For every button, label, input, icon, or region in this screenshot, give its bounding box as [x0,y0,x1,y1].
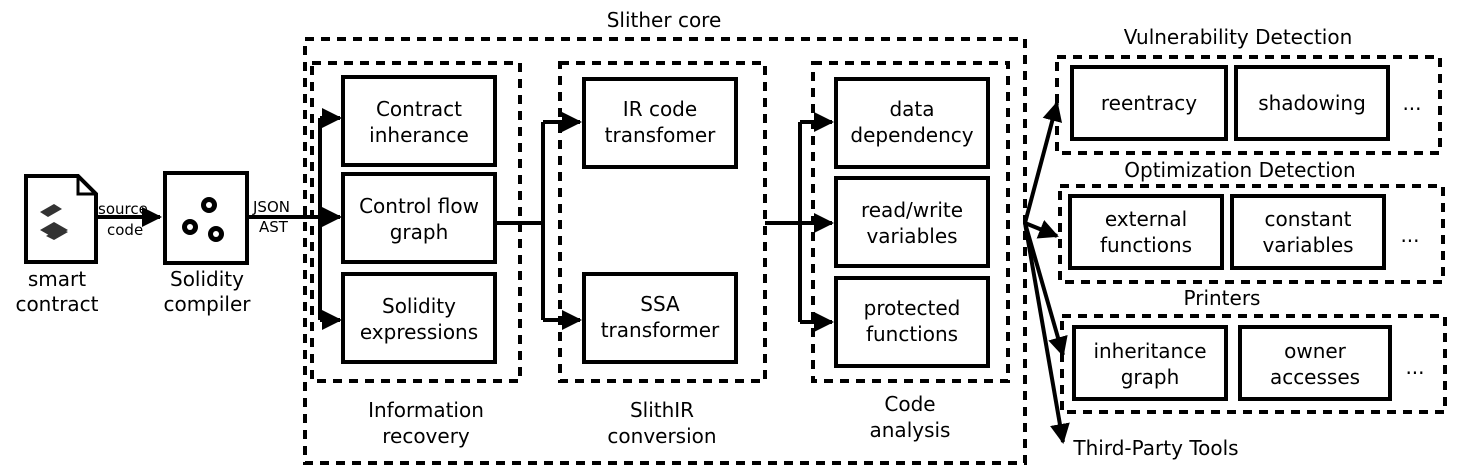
code-analysis-group [811,61,1010,383]
owner-accesses-label-1: owner [1284,339,1347,363]
ir-code-label-2: transfomer [605,123,716,147]
control-flow-label-1: Control flow [359,194,479,218]
optimization-more: ... [1400,223,1419,247]
smart-contract-label-1: smart [28,267,86,291]
gears-icon [182,197,224,242]
inheritance-graph-box [1072,325,1228,401]
reentracy-label: reentracy [1101,91,1197,115]
solidity-compiler-box [163,171,249,265]
protected-label-2: functions [866,322,958,346]
read-write-variables-box [834,176,990,268]
vulnerability-more: ... [1402,91,1421,115]
ssa-label-2: transformer [601,318,720,342]
ir-code-transformer-box [582,77,738,169]
information-recovery-group [310,61,522,383]
solidity-expressions-label-1: Solidity [382,294,456,318]
arrow-to-third-party [1023,222,1070,444]
arrow-to-printers [1023,222,1068,357]
smart-contract-icon [24,174,98,264]
constant-variables-label-1: constant [1265,207,1352,231]
code-analysis-caption-1: Code [884,392,935,416]
solidity-expressions-label-2: expressions [360,320,478,344]
arrow-to-optimization [1024,219,1059,239]
protected-label-1: protected [864,296,961,320]
slither-core-title: Slither core [607,8,722,32]
data-dependency-label-2: dependency [850,123,973,147]
edge-json-label: JSON [252,198,290,216]
smart-contract-label-2: contract [15,292,98,316]
information-recovery-caption-1: Information [368,398,484,422]
control-flow-graph-box [341,172,497,264]
contract-inherance-box [341,75,497,167]
inheritance-graph-label-2: graph [1121,365,1180,389]
edge-ast-label: AST [259,218,289,236]
read-write-label-1: read/write [861,198,963,222]
arrow-to-vulnerability [1023,101,1063,224]
control-flow-label-2: graph [390,220,449,244]
constant-variables-box [1230,194,1386,270]
owner-accesses-label-2: accesses [1270,365,1360,389]
ir-code-label-1: IR code [623,97,697,121]
slithir-caption-1: SlithIR [630,398,694,422]
external-functions-label-2: functions [1100,233,1192,257]
edge-code-label: code [107,221,143,239]
slithir-conversion-group [558,61,767,383]
printers-title: Printers [1184,286,1261,310]
information-recovery-caption-2: recovery [382,424,470,448]
slithir-caption-2: conversion [607,424,716,448]
inheritance-graph-label-1: inheritance [1093,339,1206,363]
shadowing-box [1234,65,1390,141]
read-write-label-2: variables [866,224,957,248]
contract-inherance-label-1: Contract [376,97,462,121]
owner-accesses-box [1238,325,1392,401]
constant-variables-label-2: variables [1262,233,1353,257]
ssa-transformer-box [582,272,738,364]
protected-functions-box [834,276,990,368]
external-functions-label-1: external [1105,207,1187,231]
data-dependency-box [834,77,990,169]
slither-core-container [303,37,1027,465]
printers-more: ... [1405,355,1424,379]
external-functions-box [1068,194,1224,270]
solidity-expressions-box [341,272,497,364]
reentracy-box [1070,65,1228,141]
contract-inherance-label-2: inherance [369,123,469,147]
compiler-label-1: Solidity [170,267,244,291]
ssa-label-1: SSA [640,292,680,316]
optimization-title: Optimization Detection [1124,158,1355,182]
edge-source-label: source [98,200,148,218]
third-party-tools-label: Third-Party Tools [1072,436,1238,460]
data-dependency-label-1: data [889,97,934,121]
shadowing-label: shadowing [1258,91,1366,115]
vulnerability-title: Vulnerability Detection [1124,25,1353,49]
code-analysis-caption-2: analysis [870,418,951,442]
compiler-label-2: compiler [163,292,251,316]
